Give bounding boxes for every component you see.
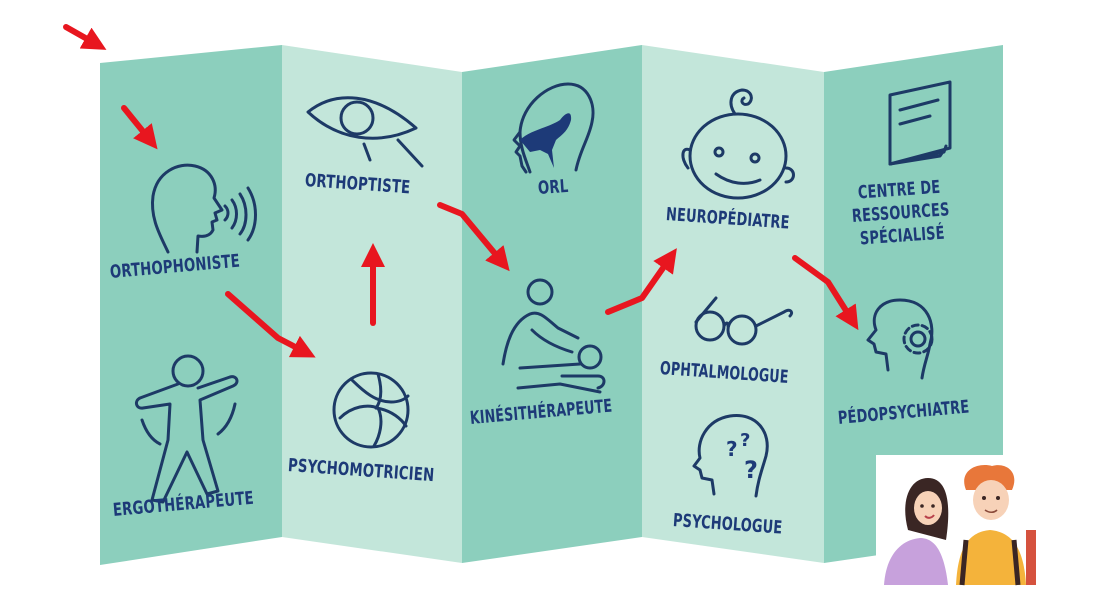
panel-5 xyxy=(824,45,1003,563)
arrow-start-outer xyxy=(63,24,107,50)
ball-icon xyxy=(332,371,410,449)
question-mark-2: ? xyxy=(740,430,750,451)
panel-3 xyxy=(462,45,642,563)
arrow-orthophoniste-psychomotricien xyxy=(225,291,316,358)
stretching-person-icon xyxy=(134,354,239,504)
label-orl: ORL xyxy=(537,175,570,199)
booklet-icon xyxy=(888,80,952,166)
question-mark-3: ? xyxy=(744,456,758,484)
arrow-neuropediatre-pedopsychiatre xyxy=(792,255,859,331)
baby-face-icon xyxy=(681,88,795,200)
head-gear-icon xyxy=(866,298,934,380)
eye-icon xyxy=(306,96,424,168)
throat-fill xyxy=(520,113,572,168)
arrow-start-orthophoniste xyxy=(121,105,158,150)
arrow-kinesitherapeute-neuropediatre xyxy=(605,248,677,315)
massage-therapy-icon xyxy=(501,278,606,394)
panel-1 xyxy=(100,45,282,565)
children-illustration xyxy=(876,455,1036,586)
head-question-marks-icon xyxy=(692,414,769,498)
glasses-icon xyxy=(694,296,794,346)
arrow-orthoptiste-kinesitherapeute xyxy=(437,202,510,272)
question-mark-1: ? xyxy=(726,437,738,461)
head-throat-icon xyxy=(512,82,595,174)
label-centre-ressources: CENTRE DE RESSOURCES SPÉCIALISÉ xyxy=(851,176,951,250)
speaking-head-icon xyxy=(150,163,257,254)
panel-4 xyxy=(642,45,824,563)
